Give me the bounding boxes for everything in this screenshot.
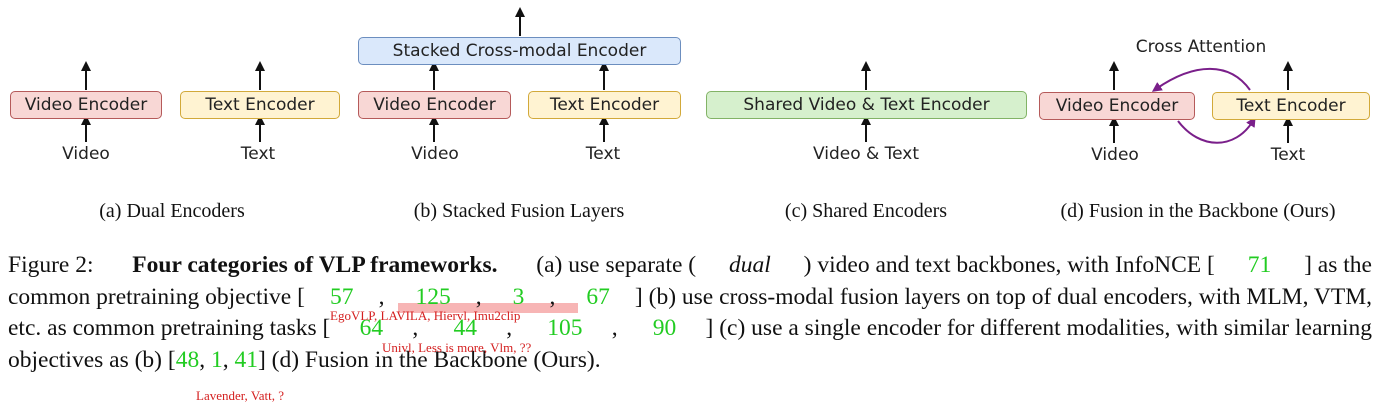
citation-link[interactable]: 41 [234, 346, 258, 373]
caption-text: ] as the [1304, 252, 1372, 278]
figure-caption: Figure 2: Four categories of VLP framewo… [8, 250, 1372, 376]
panel-d-cross-attention-label: Cross Attention [1135, 37, 1267, 57]
panel-d-text-encoder: Text Encoder [1212, 92, 1370, 120]
caption-line-3: etc. as common pretraining tasks [ 64, 44… [8, 313, 1372, 345]
caption-figure-label: Figure 2: [8, 252, 100, 278]
panel-c-caption: (c) Shared Encoders [784, 200, 948, 222]
panel-b-text-input: Text [585, 144, 621, 164]
panel-b-caption: (b) Stacked Fusion Layers [413, 200, 625, 222]
figure-diagram: Video Encoder Text Encoder Video Text (a… [10, 7, 1370, 222]
caption-sep: , [506, 315, 518, 341]
caption-sep: , [412, 315, 425, 341]
panel-b-video-encoder: Video Encoder [358, 91, 511, 119]
caption-italic: dual [729, 252, 771, 278]
citation-link[interactable]: 71 [1247, 252, 1272, 278]
citation-link[interactable]: 67 [586, 283, 610, 310]
annotation-note-2: Univl, Less is more, Vlm, ?? [382, 340, 532, 355]
caption-text: ] (b) use cross-modal fusion layers on t… [634, 283, 1372, 310]
caption-sep: , [378, 283, 391, 310]
arrows-layer [81, 7, 1293, 144]
citation-link[interactable]: 64 [359, 315, 384, 341]
citation-link[interactable]: 57 [330, 283, 354, 310]
citation-link[interactable]: 48 [175, 346, 200, 373]
citation-link[interactable]: 3 [512, 283, 525, 310]
annotation-note-3: Lavender, Vatt, ? [196, 388, 285, 403]
panel-d-text-input: Text [1270, 145, 1306, 165]
citation-link[interactable]: 90 [652, 315, 677, 341]
panel-c-input: Video & Text [812, 144, 920, 164]
caption-bold-title: Four categories of VLP frameworks. [132, 252, 498, 278]
caption-text: ) video and text backbones, with InfoNCE… [803, 252, 1215, 278]
up-arrows [81, 7, 1293, 143]
caption-text: ] (d) Fusion in the Backbone (Ours). [257, 346, 601, 373]
panel-b-stacked-encoder: Stacked Cross-modal Encoder [358, 37, 681, 65]
caption-sep: , [199, 346, 211, 373]
caption-text: ] (c) use a single encoder for different… [705, 315, 1372, 341]
caption-sep: , [222, 346, 235, 373]
citation-link[interactable]: 44 [453, 315, 477, 341]
caption-sep: , [611, 315, 624, 341]
citation-link[interactable]: 1 [210, 346, 223, 373]
cross-attention-arrows [1151, 68, 1256, 144]
arrow-cross-text-to-video [1151, 68, 1251, 92]
panel-b-video-input: Video [411, 144, 459, 164]
citation-link[interactable]: 105 [547, 315, 583, 341]
panel-d-caption: (d) Fusion in the Backbone (Ours) [1060, 200, 1336, 222]
panel-a-video-encoder: Video Encoder [10, 91, 162, 119]
panel-c-shared-encoder: Shared Video & Text Encoder [706, 91, 1027, 119]
caption-text: common pretraining objective [ [8, 283, 305, 310]
caption-sep: , [475, 283, 488, 310]
caption-line-4: objectives as (b) [48, 1, 41] (d) Fusion… [8, 345, 1372, 377]
panel-b-text-encoder: Text Encoder [528, 91, 681, 119]
caption-sep: , [549, 283, 562, 310]
panel-d-video-input: Video [1091, 145, 1139, 165]
panel-a-text-encoder: Text Encoder [180, 91, 340, 119]
caption-text: objectives as (b) [ [8, 346, 176, 373]
caption-line-2: common pretraining objective [ 57, 125, 3… [8, 282, 1372, 314]
panel-a-video-input: Video [62, 144, 110, 164]
caption-line-1: Figure 2: Four categories of VLP framewo… [8, 250, 1372, 282]
caption-text: (a) use separate ( [530, 252, 697, 278]
caption-text: etc. as common pretraining tasks [ [8, 315, 331, 341]
panel-a-caption: (a) Dual Encoders [99, 200, 245, 222]
highlight-mark [398, 303, 578, 313]
annotation-note-1: EgoVLP, LAVILA, Hiervl, Imu2clip [330, 308, 521, 323]
arrow-cross-video-to-text [1177, 116, 1256, 144]
citation-link[interactable]: 125 [415, 283, 451, 310]
panel-d-video-encoder: Video Encoder [1039, 92, 1195, 120]
panel-a-text-input: Text [240, 144, 276, 164]
